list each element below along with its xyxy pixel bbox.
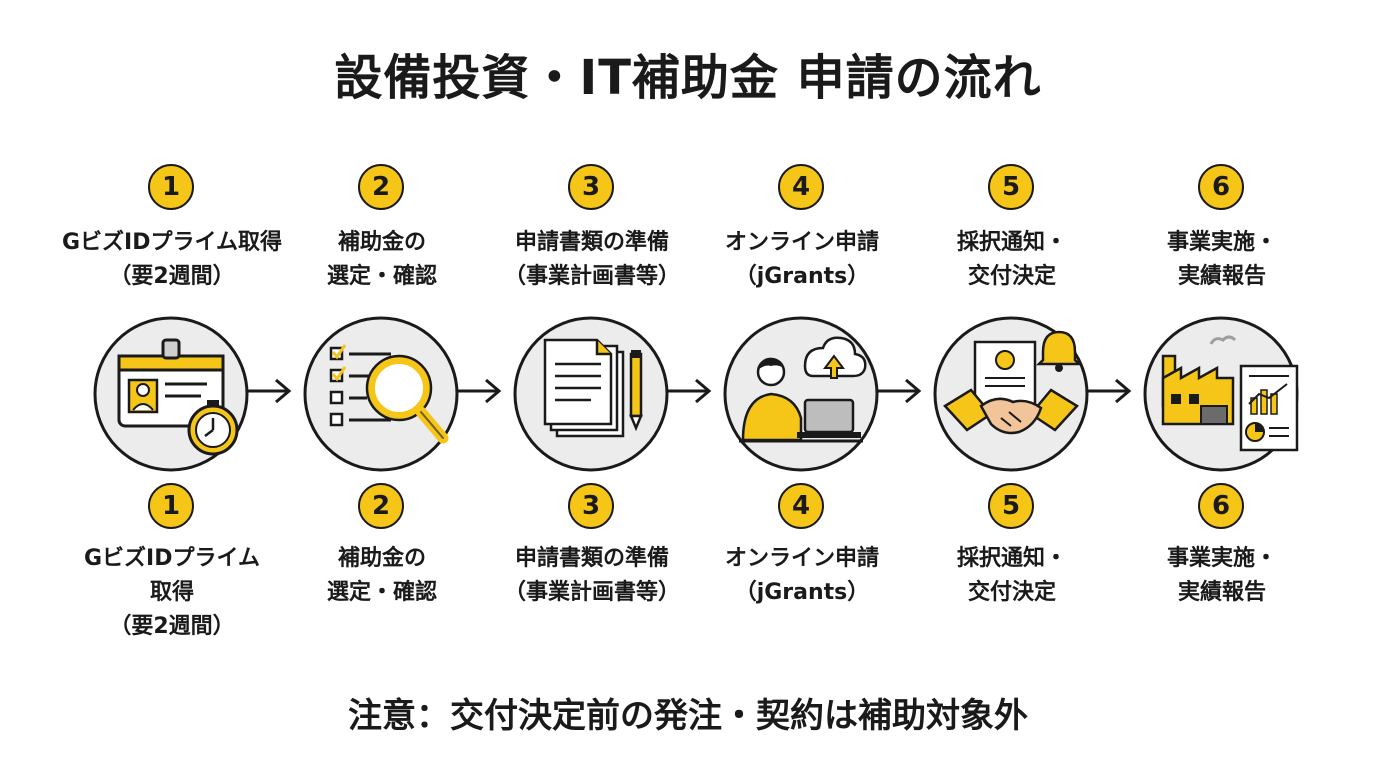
label-line: 採択通知・: [956, 230, 1067, 255]
step-label-bottom: 補助金の 選定・確認: [252, 542, 512, 610]
label-line: GビズIDプライム取得: [61, 230, 283, 255]
label-line: 補助金の: [337, 546, 426, 571]
checklist-magnifier-icon: [301, 314, 461, 474]
arrow-right-icon: [878, 378, 922, 404]
step-number-badge-bottom: 2: [358, 483, 404, 529]
label-line: 事業実施・: [1166, 230, 1277, 255]
arrow-right-icon: [248, 378, 292, 404]
factory-report-icon: [1141, 314, 1301, 474]
step-number-badge-top: 5: [988, 164, 1034, 210]
arrow-right-icon: [1088, 378, 1132, 404]
label-line: GビズIDプライム: [83, 546, 261, 571]
label-line: 申請書類の準備: [514, 230, 669, 255]
step-number-badge-bottom: 6: [1198, 483, 1244, 529]
step-label-top: 申請書類の準備 （事業計画書等）: [462, 226, 722, 294]
step-number-badge-top: 1: [148, 164, 194, 210]
label-line: （jGrants）: [734, 580, 870, 605]
arrow-right-icon: [668, 378, 712, 404]
id-card-stopwatch-icon: [91, 314, 251, 474]
step-number-badge-bottom: 5: [988, 483, 1034, 529]
step-number-badge-top: 2: [358, 164, 404, 210]
step-6: 6 事業実施・ 実績報告 6 事業実施・ 実績報告: [1112, 0, 1332, 768]
step-1: 1 GビズIDプライム取得 （要2週間） 1 GビズIDプライム 取得 （要2週…: [62, 0, 282, 768]
step-label-top: 採択通知・ 交付決定: [882, 226, 1142, 294]
step-label-bottom: 申請書類の準備 （事業計画書等）: [462, 542, 722, 610]
label-line: 交付決定: [967, 264, 1056, 289]
step-label-bottom: オンライン申請 （jGrants）: [672, 542, 932, 610]
label-line: 実績報告: [1177, 264, 1266, 289]
handshake-certificate-bell-icon: [931, 314, 1091, 474]
step-label-bottom: 採択通知・ 交付決定: [882, 542, 1142, 610]
label-line: （事業計画書等）: [503, 580, 680, 605]
step-number-badge-bottom: 4: [778, 483, 824, 529]
label-line: オンライン申請: [724, 230, 879, 255]
page-title: 設備投資・IT補助金 申請の流れ: [334, 50, 1042, 106]
step-label-bottom: 事業実施・ 実績報告: [1092, 542, 1352, 610]
label-line: （事業計画書等）: [503, 264, 680, 289]
step-number-badge-top: 4: [778, 164, 824, 210]
label-line: （jGrants）: [734, 264, 870, 289]
step-number-badge-top: 6: [1198, 164, 1244, 210]
documents-pen-icon: [511, 314, 671, 474]
step-4: 4 オンライン申請 （jGrants） 4 オンライン申請 （jGrants）: [692, 0, 912, 768]
step-label-top: 補助金の 選定・確認: [252, 226, 512, 294]
label-line: 補助金の: [337, 230, 426, 255]
arrow-right-icon: [458, 378, 502, 404]
label-line: 取得: [149, 580, 194, 605]
label-line: 交付決定: [967, 580, 1056, 605]
label-line: （要2週間）: [109, 614, 235, 639]
label-line: 事業実施・: [1166, 546, 1277, 571]
person-laptop-upload-icon: [721, 314, 881, 474]
step-5: 5 採択通知・ 交付決定 5 採択通知・ 交付決定: [902, 0, 1122, 768]
label-line: 申請書類の準備: [514, 546, 669, 571]
step-number-badge-bottom: 3: [568, 483, 614, 529]
label-line: 実績報告: [1177, 580, 1266, 605]
step-number-badge-bottom: 1: [148, 483, 194, 529]
label-line: 選定・確認: [326, 264, 437, 289]
step-label-top: 事業実施・ 実績報告: [1092, 226, 1352, 294]
step-label-top: オンライン申請 （jGrants）: [672, 226, 932, 294]
step-label-bottom: GビズIDプライム 取得 （要2週間）: [42, 542, 302, 644]
caution-note: 注意：交付決定前の発注・契約は補助対象外: [348, 696, 1028, 736]
step-number-badge-top: 3: [568, 164, 614, 210]
label-line: オンライン申請: [724, 546, 879, 571]
step-label-top: GビズIDプライム取得 （要2週間）: [42, 226, 302, 294]
label-line: （要2週間）: [109, 264, 235, 289]
step-2: 2 補助金の 選定・確認 2 補助金の 選定・確認: [272, 0, 492, 768]
label-line: 選定・確認: [326, 580, 437, 605]
step-3: 3 申請書類の準備 （事業計画書等） 3 申請書類の準備 （事業計画書等）: [482, 0, 702, 768]
label-line: 採択通知・: [956, 546, 1067, 571]
